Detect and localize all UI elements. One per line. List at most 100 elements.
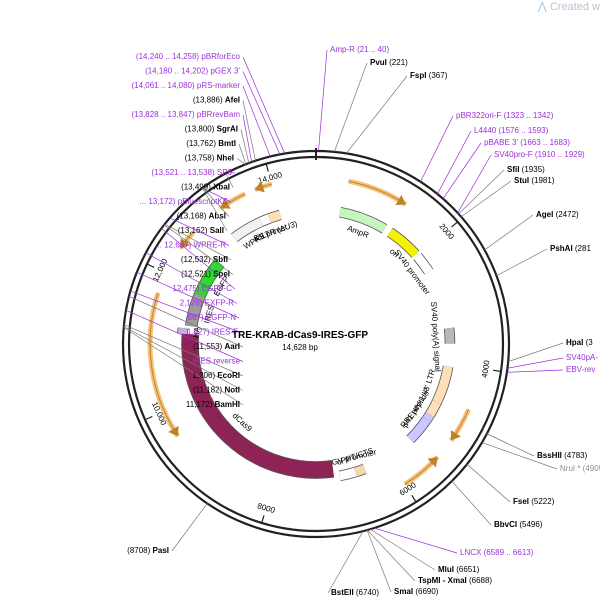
site-label[interactable]: 2,126) EXFP-R bbox=[180, 299, 234, 308]
site-label[interactable]: (14,061 .. 14,080) pRS-marker bbox=[131, 81, 240, 90]
site-label[interactable]: (13,762) BmtI bbox=[186, 139, 236, 148]
site-label[interactable]: L4440 (1576 .. 1593) bbox=[474, 126, 549, 135]
ori-feature[interactable] bbox=[387, 228, 419, 258]
label-leader-line bbox=[484, 214, 534, 251]
site-label[interactable]: 12,475) EGFP-C bbox=[172, 284, 232, 293]
label-leader-line bbox=[225, 173, 234, 188]
orf-arc bbox=[348, 178, 408, 207]
site-label[interactable]: FspI (367) bbox=[410, 71, 448, 80]
site-label[interactable]: pBABE 3' (1663 .. 1683) bbox=[484, 138, 570, 147]
ruler-tick bbox=[265, 163, 269, 172]
site-label[interactable]: PshAI (281 bbox=[550, 244, 591, 253]
site-label[interactable]: SV40pro-F (1910 .. 1929) bbox=[494, 150, 585, 159]
ltr3-feature[interactable] bbox=[432, 365, 453, 404]
wpre-feature[interactable] bbox=[231, 217, 264, 242]
site-label[interactable]: PvuI (221) bbox=[370, 58, 408, 67]
ruler-tick bbox=[492, 369, 502, 373]
site-label[interactable]: BstEII (6740) bbox=[331, 588, 379, 597]
watermark: ⋀ Created w bbox=[538, 0, 600, 13]
site-label[interactable]: (13,886) AfeI bbox=[193, 96, 240, 105]
dcas9-feature[interactable] bbox=[182, 333, 334, 479]
site-label[interactable]: (13,521 .. 13,538) SP6 bbox=[151, 168, 232, 177]
site-label[interactable]: (12,532) SbfI bbox=[181, 255, 228, 264]
label-leader-line bbox=[136, 271, 240, 319]
sv40-promoter-feature[interactable] bbox=[414, 253, 433, 275]
site-label[interactable]: (14,180 .. 14,202) pGEX 3' bbox=[145, 67, 240, 76]
site-label[interactable]: (13,828 .. 13,847) pBRrevBam bbox=[131, 110, 240, 119]
site-label[interactable]: Amp-R (21 .. 40) bbox=[330, 45, 389, 54]
ha-feature[interactable] bbox=[177, 327, 188, 335]
site-label[interactable]: HpaI (3 bbox=[566, 338, 593, 347]
label-leader-line bbox=[171, 503, 208, 552]
site-label[interactable]: ... 13,172) pBluescriptKS bbox=[140, 197, 229, 206]
label-leader-line bbox=[228, 171, 236, 174]
site-label[interactable]: NruI * (4905) bbox=[560, 464, 600, 473]
watermark-text: Created w bbox=[549, 1, 600, 13]
ampr-feature-label: AmpR bbox=[346, 224, 370, 240]
p41-peptide-feature[interactable] bbox=[422, 412, 434, 423]
site-label[interactable]: MluI (6651) bbox=[438, 565, 480, 574]
site-label[interactable]: StuI (1981) bbox=[514, 176, 555, 185]
label-leader-line bbox=[169, 217, 230, 246]
snapgene-logo-icon: ⋀ bbox=[537, 1, 547, 13]
label-leader-line bbox=[164, 223, 232, 261]
site-label[interactable]: (13,162) SalI bbox=[178, 226, 224, 235]
site-label[interactable]: pBR322ori-F (1323 .. 1342) bbox=[456, 111, 554, 120]
site-label[interactable]: (11,182) NotI bbox=[193, 386, 240, 395]
label-leader-line bbox=[327, 530, 364, 594]
site-label[interactable]: BssHII (4783) bbox=[537, 451, 588, 460]
label-leader-line bbox=[374, 527, 458, 554]
hiv1-psi-feature[interactable] bbox=[426, 400, 441, 418]
label-leader-line bbox=[130, 290, 242, 333]
label-leader-line bbox=[164, 224, 234, 275]
label-leader-line bbox=[507, 357, 564, 369]
site-label[interactable]: FseI (5222) bbox=[513, 497, 555, 506]
site-label[interactable]: AgeI (2472) bbox=[536, 210, 579, 219]
site-label[interactable]: 1,627) IRES-F bbox=[187, 328, 238, 337]
site-label[interactable]: EBV-rev bbox=[566, 365, 595, 374]
site-label[interactable]: TspMI - XmaI (6688) bbox=[418, 576, 492, 585]
label-leader-line bbox=[242, 85, 271, 157]
cppt-feature[interactable] bbox=[354, 464, 367, 477]
site-label[interactable]: LNCX (6589 .. 6613) bbox=[460, 548, 534, 557]
orf-arc bbox=[147, 292, 181, 438]
label-leader-line bbox=[242, 56, 286, 154]
label-leader-line bbox=[202, 187, 232, 203]
sv40-polya-feature[interactable] bbox=[444, 327, 455, 344]
ampr-feature[interactable] bbox=[339, 207, 387, 233]
site-label[interactable]: ,867) EGFP-N bbox=[185, 313, 236, 322]
ruler-tick bbox=[146, 263, 155, 268]
label-leader-line bbox=[123, 324, 244, 377]
label-leader-line bbox=[486, 433, 535, 457]
ruler-tick bbox=[411, 494, 417, 503]
site-label[interactable]: SmaI (6690) bbox=[394, 587, 439, 596]
orf-arrowhead bbox=[450, 430, 461, 441]
site-label[interactable]: (13,168) AbsI bbox=[177, 212, 226, 221]
label-leader-line bbox=[457, 154, 492, 214]
site-label[interactable]: 11,172) BamHI bbox=[186, 400, 240, 409]
site-label[interactable]: (13,800) SgrAI bbox=[185, 125, 238, 134]
rre-feature[interactable] bbox=[406, 416, 431, 443]
site-label[interactable]: BbvCI (5496) bbox=[494, 520, 543, 529]
site-label[interactable]: IRES reverse bbox=[192, 357, 240, 366]
site-label[interactable]: SfiI (1935) bbox=[507, 165, 545, 174]
site-label[interactable]: (13,758) NheI bbox=[185, 154, 234, 163]
site-label[interactable]: (14,240 .. 14,258) pBRforEco bbox=[136, 52, 241, 61]
site-label[interactable]: SV40pA- bbox=[566, 353, 598, 362]
site-label[interactable]: (13,499) XbaI bbox=[181, 183, 230, 192]
ks-primer-feature[interactable] bbox=[259, 214, 271, 226]
ires-feature[interactable] bbox=[185, 292, 206, 328]
site-labels: (14,240 .. 14,258) pBRforEco (14,180 .. 1… bbox=[123, 45, 600, 597]
tre3gv-feature[interactable] bbox=[338, 467, 357, 481]
site-label[interactable]: 1,206) EcoRI bbox=[192, 371, 240, 380]
site-label[interactable]: (12,521) SpeI bbox=[181, 270, 230, 279]
ruler-tick-label: 2000 bbox=[437, 222, 456, 242]
label-leader-line bbox=[466, 463, 511, 503]
site-label[interactable]: ... 12,637) WPRE-R bbox=[155, 241, 226, 250]
label-leader-line bbox=[238, 143, 247, 165]
label-leader-line bbox=[161, 228, 236, 290]
label-leader-line bbox=[420, 115, 454, 182]
site-label[interactable]: (8708) PasI bbox=[127, 546, 169, 555]
orf-arrowhead bbox=[427, 456, 438, 468]
orf-arrowhead bbox=[168, 425, 179, 437]
